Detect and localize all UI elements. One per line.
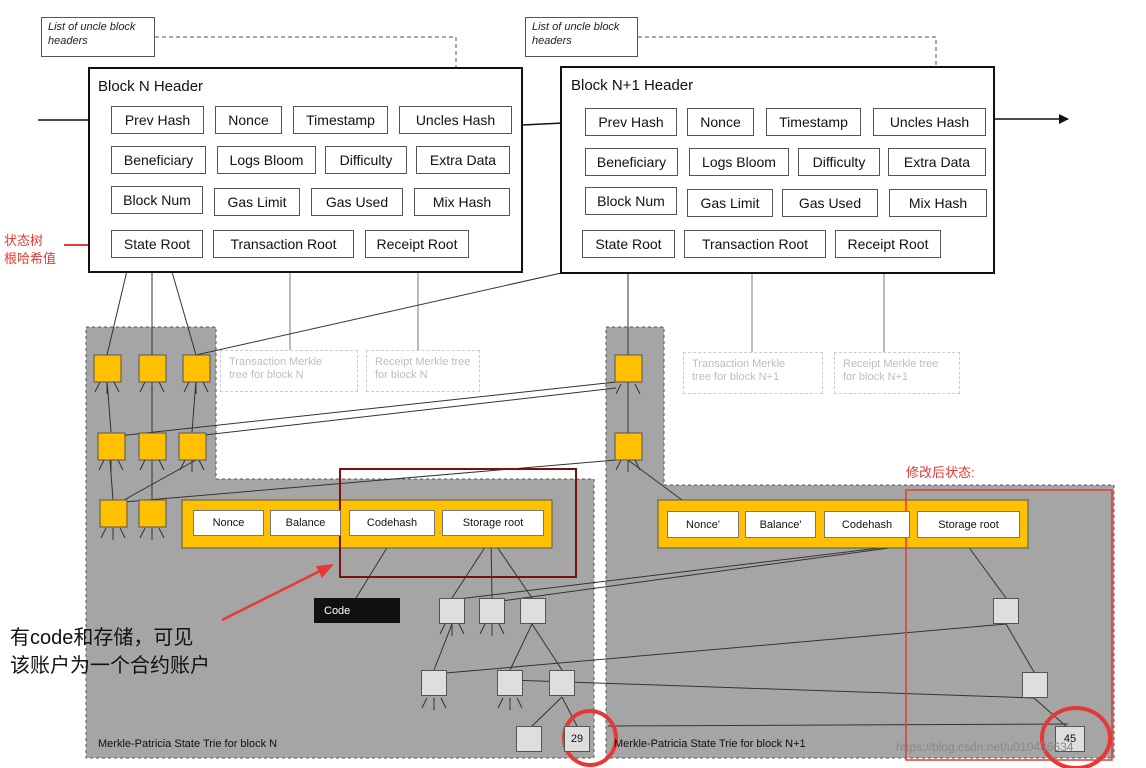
block-n1-title: Block N+1 Header xyxy=(571,77,694,94)
ghost-receipt-tree-n: Receipt Merkle tree for block N xyxy=(366,350,480,392)
storage-leaf-value-n: 29 xyxy=(564,726,590,752)
account-codehash-n1: Codehash xyxy=(824,511,910,538)
annotation-contract-account: 有code和存储，可见 该账户为一个合约账户 xyxy=(10,627,210,677)
field-prev-hash-n: Prev Hash xyxy=(111,106,204,134)
storage-node xyxy=(516,726,542,752)
field-gas-used-n: Gas Used xyxy=(311,188,403,216)
field-gas-used-n1: Gas Used xyxy=(782,189,878,217)
annotation-state-root: 状态树 根哈希值 xyxy=(4,233,57,266)
storage-leaf-value-n1: 45 xyxy=(1055,726,1085,752)
circle-leaf-n1 xyxy=(1040,706,1112,768)
field-extra-data-n1: Extra Data xyxy=(888,148,986,176)
field-prev-hash-n1: Prev Hash xyxy=(585,108,677,136)
field-gas-limit-n: Gas Limit xyxy=(214,188,300,216)
account-storage-root-n: Storage root xyxy=(442,510,544,536)
account-nonce-n1: Nonce' xyxy=(667,511,739,538)
storage-node xyxy=(497,670,523,696)
storage-node xyxy=(549,670,575,696)
field-difficulty-n1: Difficulty xyxy=(798,148,880,176)
uncle-headers-note-n: List of uncle block headers xyxy=(41,17,155,57)
storage-node xyxy=(1022,672,1048,698)
field-extra-data-n: Extra Data xyxy=(416,146,510,174)
trie-label-n1: Merkle-Patricia State Trie for block N+1 xyxy=(614,738,806,750)
ghost-receipt-tree-n1: Receipt Merkle tree for block N+1 xyxy=(834,352,960,394)
field-beneficiary-n: Beneficiary xyxy=(111,146,206,174)
field-mix-hash-n: Mix Hash xyxy=(414,188,510,216)
field-nonce-n: Nonce xyxy=(215,106,282,134)
block-n-title: Block N Header xyxy=(98,78,204,95)
uncle-headers-note-n1: List of uncle block headers xyxy=(525,17,638,57)
storage-node xyxy=(439,598,465,624)
field-timestamp-n: Timestamp xyxy=(293,106,388,134)
field-uncles-hash-n: Uncles Hash xyxy=(399,106,512,134)
annotation-modified-state: 修改后状态: xyxy=(906,465,975,480)
watermark: https://blog.csdn.net/u010436634 xyxy=(896,740,1074,754)
field-mix-hash-n1: Mix Hash xyxy=(889,189,987,217)
state-trie-nodes xyxy=(93,354,643,528)
account-balance-n: Balance xyxy=(270,510,341,536)
ghost-transaction-tree-n: Transaction Merkle tree for block N xyxy=(220,350,358,392)
field-transaction-root-n1: Transaction Root xyxy=(684,230,826,258)
modified-state-frame xyxy=(905,489,1113,761)
field-logs-bloom-n1: Logs Bloom xyxy=(689,148,789,176)
account-balance-n1: Balance' xyxy=(745,511,816,538)
storage-node xyxy=(479,598,505,624)
field-gas-limit-n1: Gas Limit xyxy=(687,189,773,217)
field-beneficiary-n1: Beneficiary xyxy=(585,148,678,176)
field-receipt-root-n: Receipt Root xyxy=(365,230,469,258)
field-difficulty-n: Difficulty xyxy=(325,146,407,174)
field-timestamp-n1: Timestamp xyxy=(766,108,861,136)
storage-node xyxy=(520,598,546,624)
storage-node xyxy=(421,670,447,696)
ghost-transaction-tree-n1: Transaction Merkle tree for block N+1 xyxy=(683,352,823,394)
node-fan-ticks xyxy=(94,381,641,710)
field-state-root-n: State Root xyxy=(111,230,203,258)
code-box: Code xyxy=(314,598,400,623)
field-block-num-n: Block Num xyxy=(111,186,203,214)
field-transaction-root-n: Transaction Root xyxy=(213,230,354,258)
account-nonce-n: Nonce xyxy=(193,510,264,536)
storage-node xyxy=(993,598,1019,624)
account-storage-root-n1: Storage root xyxy=(917,511,1020,538)
field-receipt-root-n1: Receipt Root xyxy=(835,230,941,258)
field-nonce-n1: Nonce xyxy=(687,108,754,136)
field-uncles-hash-n1: Uncles Hash xyxy=(873,108,986,136)
account-codehash-n: Codehash xyxy=(349,510,435,536)
trie-label-n: Merkle-Patricia State Trie for block N xyxy=(98,738,278,750)
field-logs-bloom-n: Logs Bloom xyxy=(217,146,316,174)
callout-arrow xyxy=(221,566,327,622)
field-block-num-n1: Block Num xyxy=(585,187,677,215)
callout-arrowhead xyxy=(316,564,334,578)
field-state-root-n1: State Root xyxy=(582,230,675,258)
